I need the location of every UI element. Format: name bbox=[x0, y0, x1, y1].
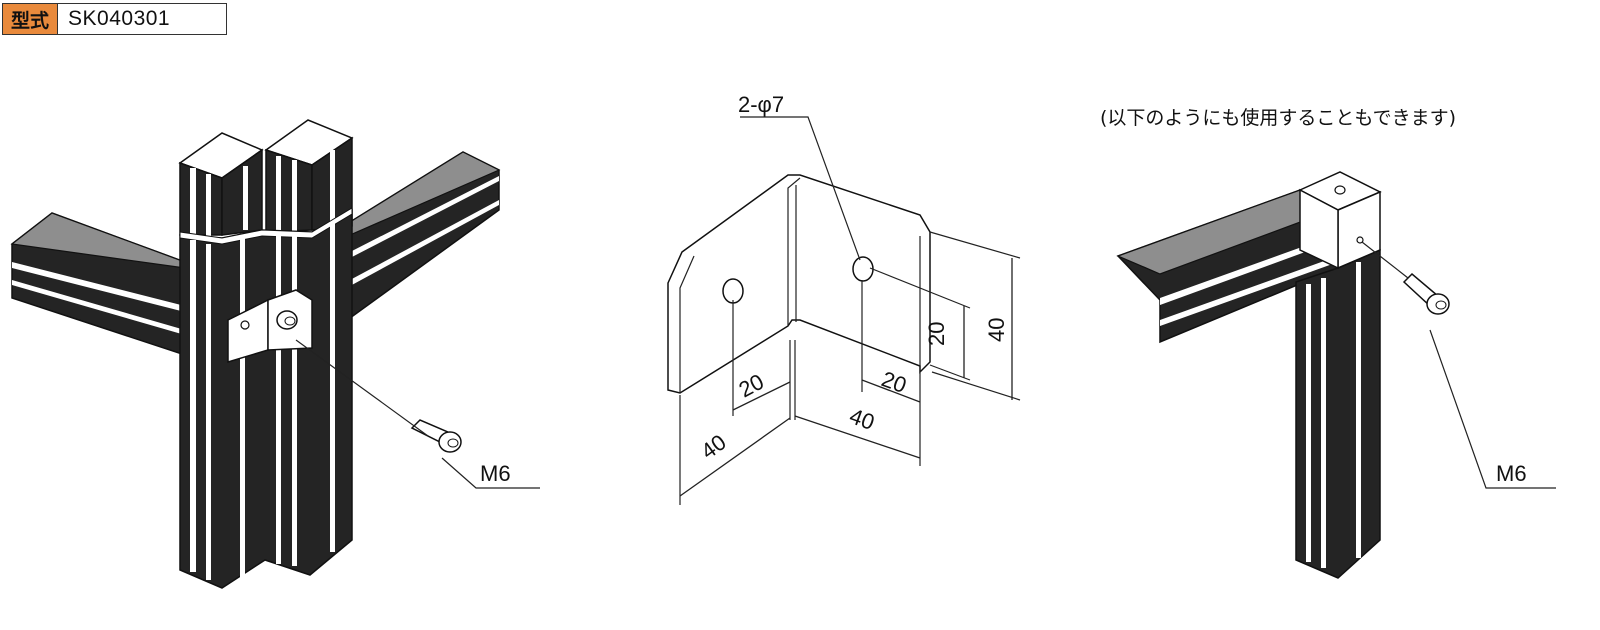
front-vertical-profile bbox=[179, 119, 354, 589]
left-horizontal-profile bbox=[10, 212, 186, 357]
left-assembly-figure: M6 bbox=[10, 119, 540, 589]
screw-leader-line-right bbox=[1361, 241, 1409, 279]
m6-label-leader-right bbox=[1429, 329, 1556, 489]
dim-20-bottom-left: 20 bbox=[735, 369, 768, 403]
hole-right bbox=[852, 256, 874, 282]
hole-label: 2-φ7 bbox=[738, 92, 784, 117]
m6-screw-icon bbox=[410, 419, 462, 453]
model-label: 型式 bbox=[3, 4, 59, 34]
m6-label-leader bbox=[441, 457, 540, 489]
hole-left bbox=[722, 278, 744, 304]
dim-20-bottom-right: 20 bbox=[878, 366, 910, 398]
corner-block bbox=[1298, 171, 1382, 270]
model-box: 型式 SK040301 bbox=[2, 3, 228, 35]
screw-leader-line bbox=[295, 339, 429, 437]
bracket-outline bbox=[667, 174, 931, 394]
rear-vertical-profile bbox=[178, 132, 264, 236]
dim-40-bottom-left: 40 bbox=[696, 429, 731, 464]
right-assembly-figure: M6 bbox=[1116, 171, 1556, 579]
m6-label-left: M6 bbox=[480, 461, 511, 486]
dim-40-bottom-right: 40 bbox=[846, 403, 878, 435]
right-horizontal-profile bbox=[349, 151, 501, 320]
corner-bracket bbox=[227, 289, 313, 364]
m6-label-right: M6 bbox=[1496, 461, 1527, 486]
m6-screw-icon-right bbox=[1402, 272, 1450, 315]
dim-40-side: 40 bbox=[984, 318, 1009, 342]
hole-label-leader bbox=[740, 116, 861, 261]
usage-note: (以下のようにも使用することもできます) bbox=[1100, 107, 1457, 129]
bracket-dimension-drawing: 2-φ7 20 40 20 40 20 40 bbox=[667, 92, 1021, 505]
dim-20-side: 20 bbox=[924, 322, 949, 346]
vertical-profile-right bbox=[1295, 248, 1381, 579]
model-number: SK040301 bbox=[58, 4, 227, 34]
